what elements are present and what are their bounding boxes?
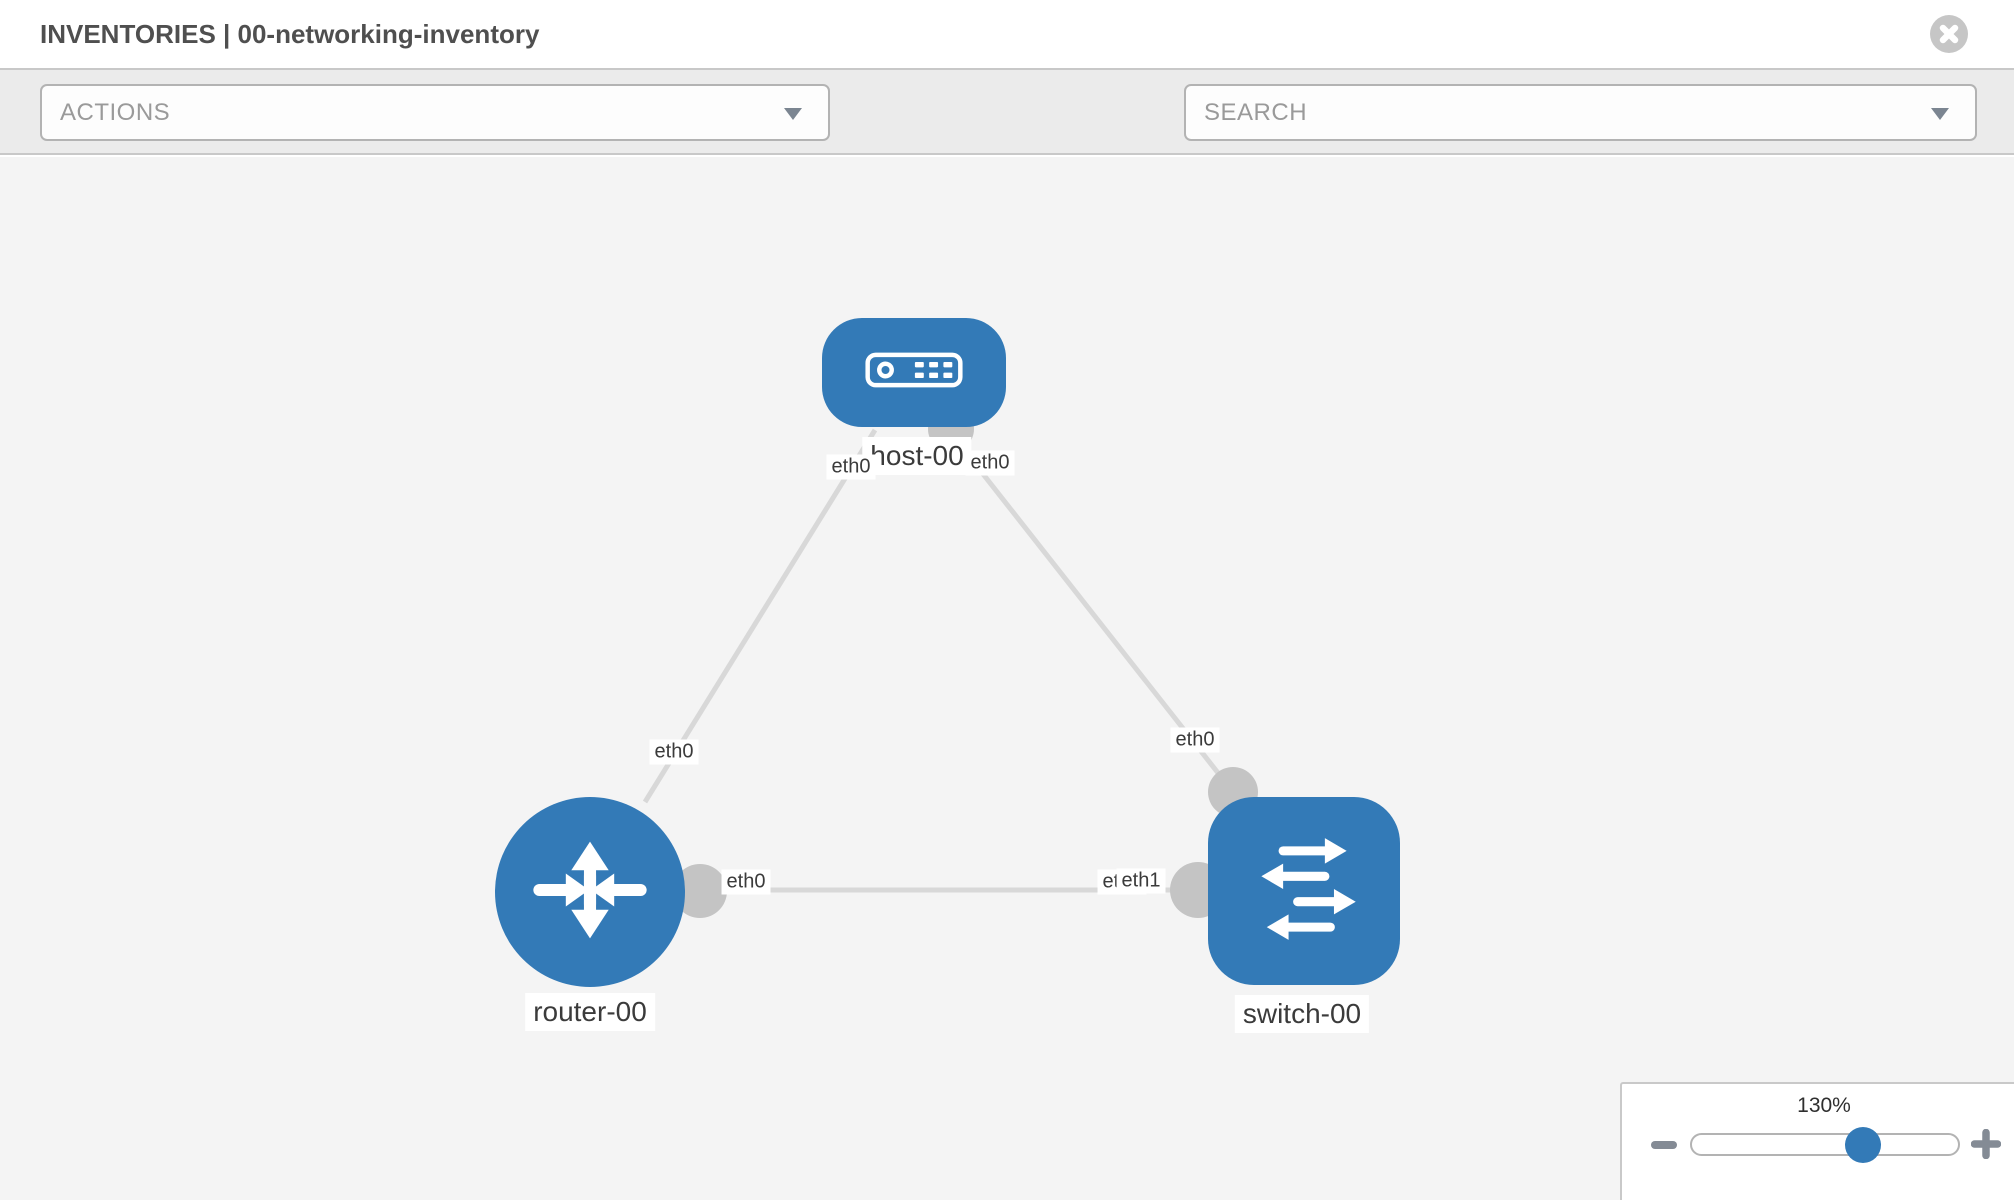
zoom-slider-handle[interactable] bbox=[1845, 1127, 1881, 1163]
search-dropdown[interactable]: SEARCH bbox=[1184, 84, 1977, 141]
zoom-in-button[interactable] bbox=[1970, 1128, 2002, 1162]
toolbar: ACTIONS SEARCH bbox=[0, 70, 2014, 202]
interface-label-host-to-switch: eth0 bbox=[965, 450, 1015, 476]
zoom-out-button[interactable] bbox=[1648, 1129, 1680, 1161]
chevron-down-icon bbox=[784, 107, 802, 120]
node-host-00[interactable] bbox=[822, 318, 1006, 427]
switch-icon bbox=[1245, 828, 1363, 955]
host-icon bbox=[865, 352, 963, 393]
minus-icon bbox=[1651, 1141, 1677, 1149]
chevron-down-icon bbox=[1931, 107, 1949, 120]
interface-label-router-to-host: eth0 bbox=[649, 739, 699, 765]
node-router-00[interactable] bbox=[495, 797, 685, 987]
zoom-panel: 130% bbox=[1620, 1082, 2014, 1200]
zoom-level-value: 130% bbox=[1797, 1094, 1851, 1117]
header: INVENTORIES | 00-networking-inventory bbox=[0, 0, 2014, 70]
router-icon bbox=[524, 824, 656, 961]
actions-dropdown[interactable]: ACTIONS bbox=[40, 84, 830, 141]
interface-label-host-to-router: eth0 bbox=[826, 454, 876, 480]
node-label-switch: switch-00 bbox=[1234, 995, 1370, 1033]
close-icon bbox=[1930, 15, 1968, 56]
topology-canvas[interactable] bbox=[0, 157, 2014, 1200]
port-circle-router-right bbox=[673, 864, 727, 918]
actions-dropdown-label: ACTIONS bbox=[60, 98, 171, 126]
page-title: INVENTORIES | 00-networking-inventory bbox=[40, 19, 540, 49]
close-button[interactable] bbox=[1930, 15, 1968, 53]
interface-label-switch-top: eth0 bbox=[1170, 727, 1220, 753]
node-switch-00[interactable] bbox=[1208, 797, 1400, 985]
interface-label-router-to-switch: eth0 bbox=[721, 869, 771, 895]
node-label-host: host-00 bbox=[862, 437, 972, 475]
zoom-slider-track[interactable] bbox=[1690, 1133, 1960, 1156]
node-label-router: router-00 bbox=[525, 993, 655, 1031]
plus-icon bbox=[1970, 1128, 2002, 1162]
interface-label-switch-left: eth1 bbox=[1116, 868, 1166, 894]
search-dropdown-label: SEARCH bbox=[1204, 98, 1308, 126]
